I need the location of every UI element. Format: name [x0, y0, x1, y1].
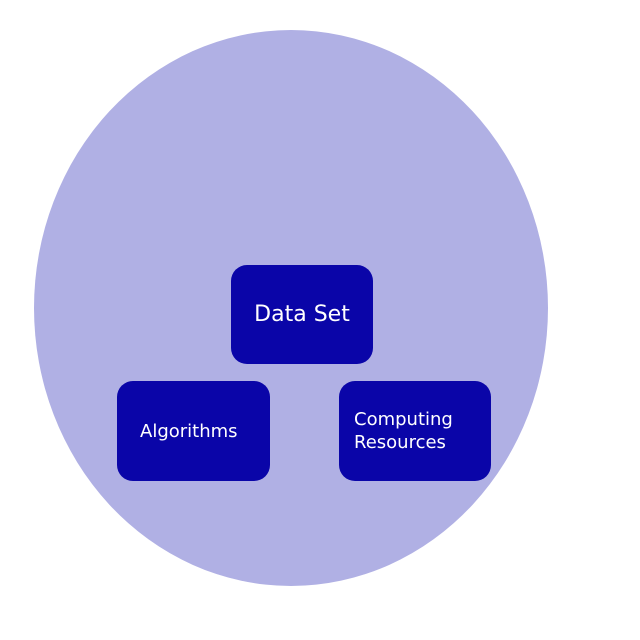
node-computing-resources-label: Computing Resources: [354, 409, 453, 453]
node-computing-resources[interactable]: Computing Resources: [339, 381, 491, 481]
node-algorithms[interactable]: Algorithms: [117, 381, 270, 481]
node-algorithms-label: Algorithms: [140, 420, 238, 442]
node-data-set-label: Data Set: [254, 302, 350, 327]
node-data-set[interactable]: Data Set: [231, 265, 373, 364]
